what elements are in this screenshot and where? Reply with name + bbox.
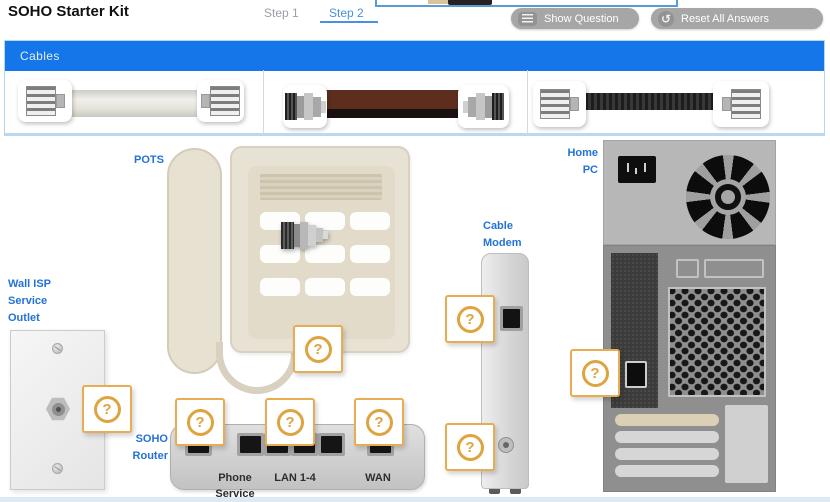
f-connector-icon xyxy=(463,93,504,120)
drag-preview-popup xyxy=(375,0,678,7)
question-mark-icon: ? xyxy=(456,305,484,333)
keypad-button xyxy=(260,245,300,263)
coaxial-cable[interactable] xyxy=(326,90,459,118)
wall-outlet-label: Wall ISP Service Outlet xyxy=(8,278,51,324)
coax-jack xyxy=(46,397,70,421)
modem-ethernet-port xyxy=(500,306,523,331)
power-inlet-icon xyxy=(618,156,656,183)
pc-expansion-slot xyxy=(615,414,719,426)
pc-port-cutout xyxy=(676,259,699,278)
keypad-button xyxy=(350,278,390,296)
modem-coax-port xyxy=(498,437,514,453)
coaxial-cable-left-connector[interactable] xyxy=(283,85,327,128)
pc-expansion-slot xyxy=(615,448,719,460)
list-icon xyxy=(518,11,537,26)
page-title: SOHO Starter Kit xyxy=(8,3,129,20)
keypad-button xyxy=(305,245,345,263)
telephone-cable-left-connector[interactable] xyxy=(18,80,72,122)
tab-step-1[interactable]: Step 1 xyxy=(264,6,299,20)
cables-palette-header: Cables xyxy=(5,41,824,71)
drop-target-wall-outlet[interactable]: ? xyxy=(82,385,132,433)
cables-palette-title: Cables xyxy=(20,49,60,63)
question-mark-icon: ? xyxy=(276,408,304,436)
palette-divider xyxy=(527,70,528,134)
reset-arrow-icon: ↺ xyxy=(658,10,674,27)
rj11-plug-icon xyxy=(201,86,240,116)
telephone-cable-right-connector[interactable] xyxy=(197,80,244,122)
pc-expansion-slot xyxy=(615,465,719,477)
drop-target-phone[interactable]: ? xyxy=(293,325,343,373)
tab-step-2[interactable]: Step 2 xyxy=(329,6,364,20)
active-tab-underline xyxy=(320,21,378,23)
question-mark-icon: ? xyxy=(365,408,393,436)
screw-icon xyxy=(52,463,63,474)
drop-target-router-lan-port[interactable]: ? xyxy=(265,398,315,446)
router-service-port-label: Service xyxy=(215,488,255,500)
dragged-cable-connector xyxy=(428,0,448,4)
page-bottom-edge xyxy=(0,497,830,502)
keypad-button xyxy=(350,212,390,230)
modem-foot xyxy=(510,489,521,494)
pc-expansion-slot xyxy=(615,431,719,443)
modem-foot xyxy=(489,489,500,494)
rj45-plug-icon xyxy=(540,89,579,119)
cable-modem-label: Cable Modem xyxy=(483,220,522,249)
drop-target-router-wan-port[interactable]: ? xyxy=(354,398,404,446)
cooling-fan-icon xyxy=(686,155,770,239)
question-mark-icon: ? xyxy=(186,408,214,436)
pc-vent-grille xyxy=(668,287,766,397)
pc-ethernet-port xyxy=(625,361,647,388)
drop-target-pc-ethernet-port[interactable]: ? xyxy=(570,349,620,397)
show-question-button[interactable]: Show Question xyxy=(511,8,639,29)
rj11-plug-icon xyxy=(25,86,65,116)
drop-target-router-phone-port[interactable]: ? xyxy=(175,398,225,446)
question-mark-icon: ? xyxy=(581,359,609,387)
ethernet-cable[interactable] xyxy=(585,93,714,110)
keypad-button xyxy=(260,278,300,296)
palette-divider xyxy=(263,70,264,134)
ethernet-cable-right-connector[interactable] xyxy=(713,81,769,127)
f-connector-icon xyxy=(284,93,326,120)
drop-target-modem-ethernet-port[interactable]: ? xyxy=(445,295,495,343)
router-lan1-port xyxy=(237,433,264,456)
coaxial-cable-right-connector[interactable] xyxy=(458,85,509,128)
show-question-label: Show Question xyxy=(544,12,619,25)
router-wan-port-label: WAN xyxy=(365,472,391,484)
phone-handset xyxy=(167,148,222,374)
pc-side-panel xyxy=(725,405,768,483)
router-lan4-port xyxy=(318,433,345,456)
reset-all-label: Reset All Answers xyxy=(681,12,770,25)
keypad-button xyxy=(350,245,390,263)
pots-phone xyxy=(230,146,410,353)
question-mark-icon: ? xyxy=(304,335,332,363)
telephone-cable[interactable] xyxy=(71,90,198,117)
router-phone-port-label: Phone xyxy=(218,472,252,484)
coax-connector-on-phone[interactable] xyxy=(281,220,329,250)
dragged-cable-segment xyxy=(448,0,492,5)
rj45-plug-icon xyxy=(721,89,761,119)
question-mark-icon: ? xyxy=(93,395,121,423)
drop-target-modem-coax-port[interactable]: ? xyxy=(445,423,495,471)
phone-keypad xyxy=(260,212,404,296)
screw-icon xyxy=(52,343,63,354)
soho-router-label: SOHO Router xyxy=(132,433,168,462)
cables-palette: Cables xyxy=(4,40,825,136)
pots-label: POTS xyxy=(134,154,164,166)
phone-display xyxy=(260,174,382,200)
ethernet-cable-left-connector[interactable] xyxy=(533,81,586,127)
keypad-button xyxy=(305,278,345,296)
reset-all-answers-button[interactable]: ↺ Reset All Answers xyxy=(651,8,823,29)
router-lan-ports-label: LAN 1-4 xyxy=(274,472,316,484)
pc-port-cutout xyxy=(704,259,764,278)
question-mark-icon: ? xyxy=(456,433,484,461)
home-pc-label: Home PC xyxy=(567,147,598,176)
